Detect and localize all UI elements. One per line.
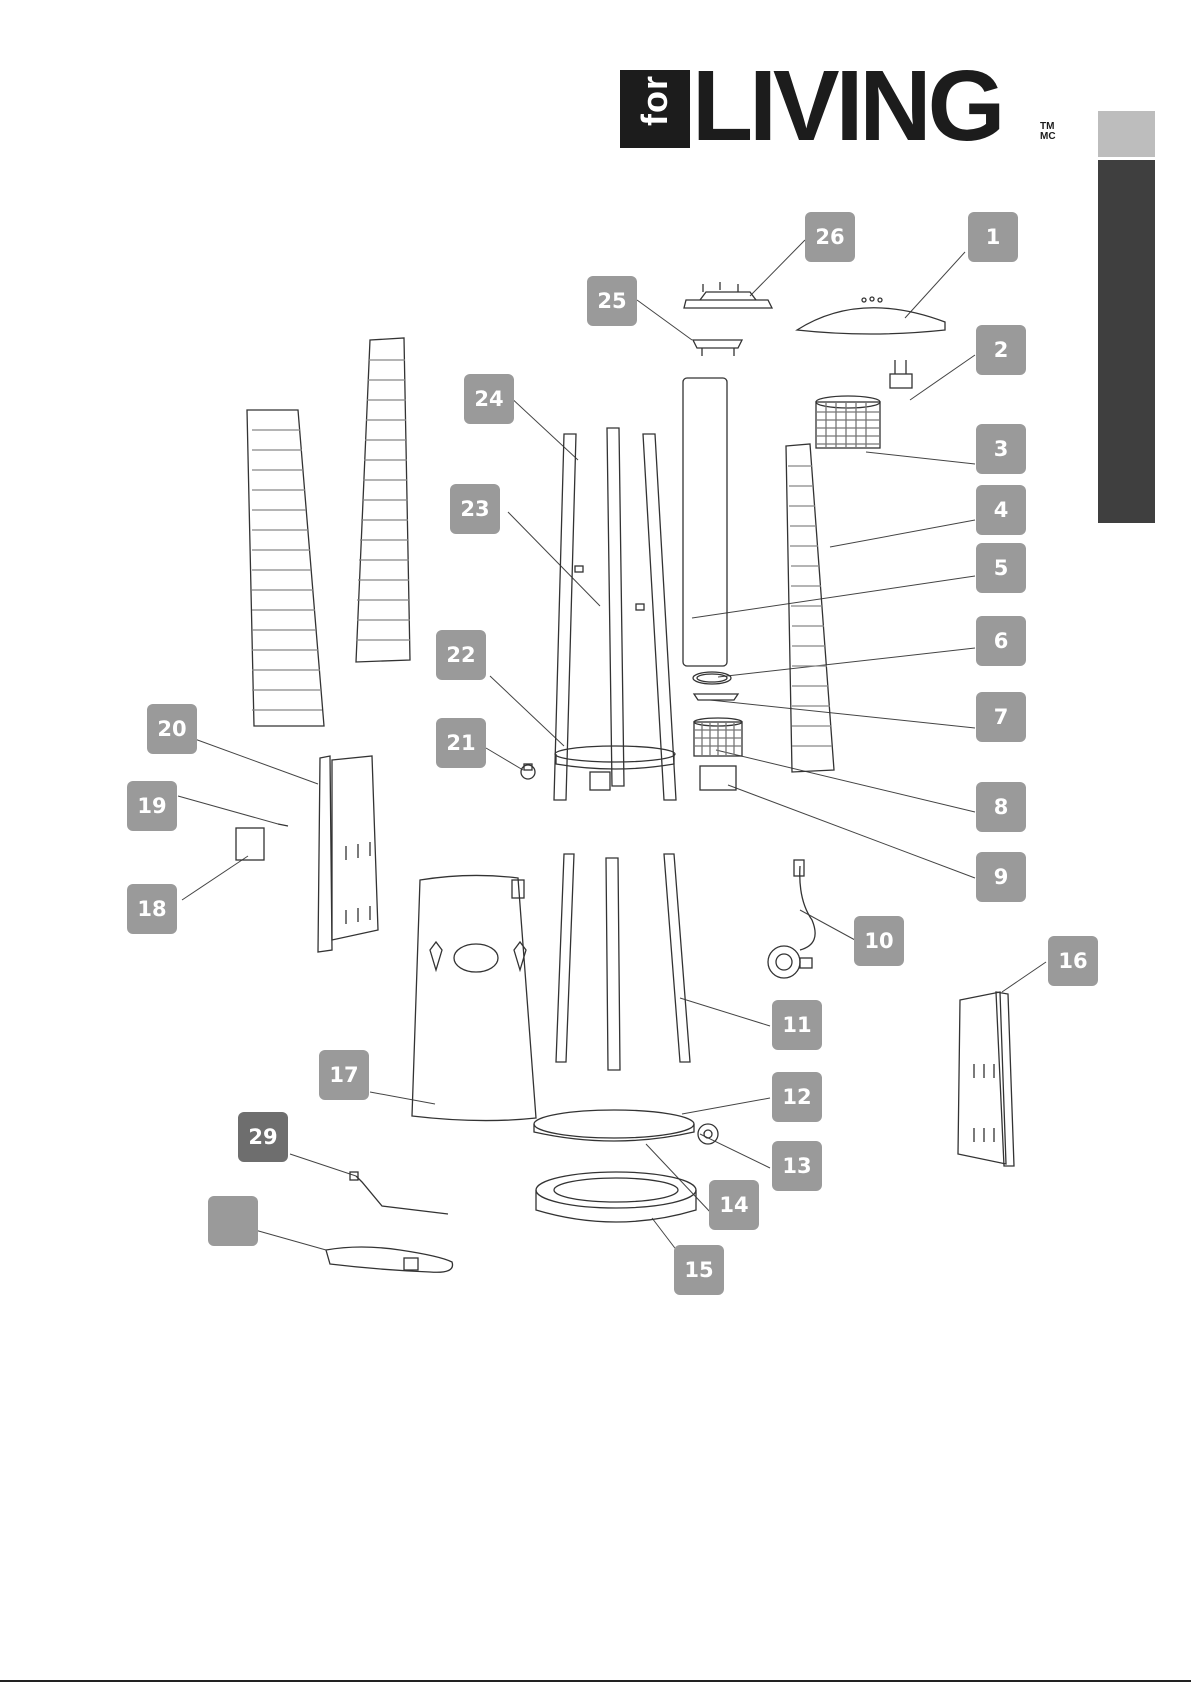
callout-25: 25 [587,276,637,326]
part-strap [326,1247,453,1272]
part-mesh-top [816,396,880,448]
callout-23: 23 [450,484,500,534]
callout-11: 11 [772,1000,822,1050]
part-control-knob [521,764,535,779]
callout-26: 26 [805,212,855,262]
part-small-plate [236,828,264,860]
callout-19: 19 [127,781,177,831]
part-bracket [890,360,912,388]
part-glass-tube [683,378,727,666]
callout-14: 14 [709,1180,759,1230]
part-ignition-wire [350,1172,448,1214]
part-mesh-guard-right [786,444,834,772]
part-mesh-bottom [694,718,742,756]
page-bottom-rule [0,1680,1191,1682]
callout-4: 4 [976,485,1026,535]
part-ring-plate [694,694,738,700]
callout-13: 13 [772,1141,822,1191]
callout-2: 2 [976,325,1026,375]
callout-8: 8 [976,782,1026,832]
callout-6: 6 [976,616,1026,666]
part-upper-frame [554,428,676,800]
callout-22: 22 [436,630,486,680]
callout-29: 29 [238,1112,288,1162]
callout-5: 5 [976,543,1026,593]
part-base [536,1172,696,1222]
part-base-ring [534,1110,694,1141]
part-screw [278,824,288,826]
part-lower-poles [556,854,690,1070]
callout-24: 24 [464,374,514,424]
callout-21: 21 [436,718,486,768]
callout-16: 16 [1048,936,1098,986]
part-side-panel-right [958,992,1014,1166]
callout-9: 9 [976,852,1026,902]
part-mesh-guard-left [247,410,324,726]
callout-12: 12 [772,1072,822,1122]
callout-18: 18 [127,884,177,934]
part-top-cap [684,282,772,308]
part-burner-top [693,340,742,356]
callout-1: 1 [968,212,1018,262]
part-ring [693,672,731,684]
callout-15: 15 [674,1245,724,1295]
callout-17: 17 [319,1050,369,1100]
callout-blank [208,1196,258,1246]
part-dome-reflector [797,297,945,334]
callout-7: 7 [976,692,1026,742]
part-tank-cover [412,875,536,1120]
callout-20: 20 [147,704,197,754]
part-mesh-guard-middle [356,338,410,662]
part-regulator-hose [768,860,815,978]
part-side-panel-left [318,756,378,952]
callout-3: 3 [976,424,1026,474]
callout-10: 10 [854,916,904,966]
